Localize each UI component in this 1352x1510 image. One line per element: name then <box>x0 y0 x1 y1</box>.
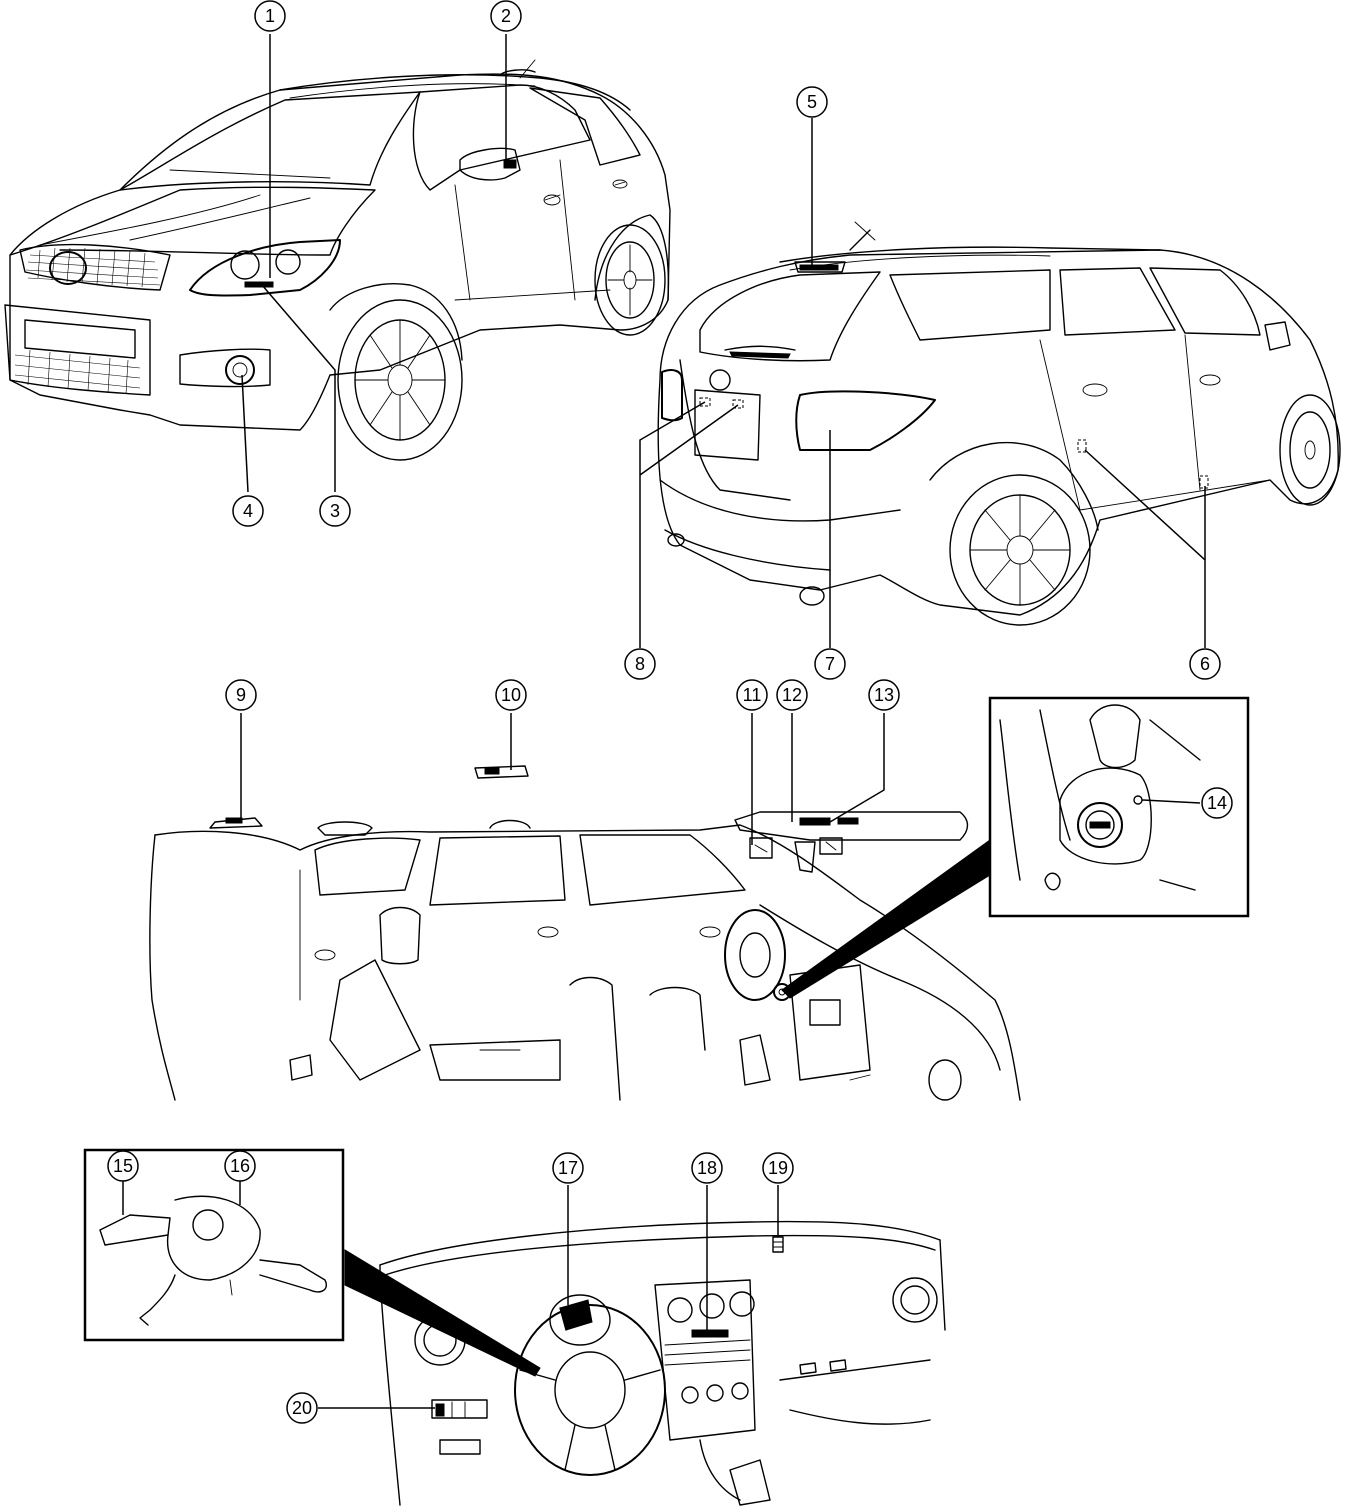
callout-18: 18 <box>691 1152 723 1184</box>
callout-6: 6 <box>1189 648 1221 680</box>
callout-10: 10 <box>495 679 527 711</box>
callout-1-label: 1 <box>265 6 275 26</box>
callout-3: 3 <box>319 495 351 527</box>
callout-1: 1 <box>254 0 286 32</box>
callout-3-label: 3 <box>330 501 340 521</box>
callout-12-label: 12 <box>782 685 802 705</box>
callout-2-label: 2 <box>501 6 511 26</box>
callout-8-label: 8 <box>635 654 645 674</box>
callout-7-label: 7 <box>825 654 835 674</box>
callout-20-label: 20 <box>292 1398 312 1418</box>
callout-11: 11 <box>736 679 768 711</box>
callout-8: 8 <box>624 648 656 680</box>
callout-15: 15 <box>107 1150 139 1182</box>
callout-17: 17 <box>552 1152 584 1184</box>
callout-2: 2 <box>490 0 522 32</box>
callout-19-label: 19 <box>768 1158 788 1178</box>
callout-12: 12 <box>776 679 808 711</box>
vehicle-front-view <box>4 59 671 461</box>
callout-16-label: 16 <box>230 1156 250 1176</box>
callout-9-label: 9 <box>236 685 246 705</box>
callout-9: 9 <box>225 679 257 711</box>
callout-4: 4 <box>232 495 264 527</box>
callout-7: 7 <box>814 648 846 680</box>
callout-13-label: 13 <box>874 685 894 705</box>
callout-10-label: 10 <box>501 685 521 705</box>
callout-5-label: 5 <box>807 92 817 112</box>
combination-switch-inset <box>83 1148 345 1342</box>
vehicle-rear-view <box>657 221 1341 626</box>
interior-cabin-view <box>149 765 1021 1101</box>
callout-5: 5 <box>796 86 828 118</box>
callout-18-label: 18 <box>697 1158 717 1178</box>
callout-6-label: 6 <box>1200 654 1210 674</box>
dashboard-view <box>344 1220 946 1506</box>
callout-11-label: 11 <box>743 685 762 705</box>
callout-16: 16 <box>224 1150 256 1182</box>
callout-13: 13 <box>868 679 900 711</box>
callout-19: 19 <box>762 1152 794 1184</box>
callout-17-label: 17 <box>558 1158 578 1178</box>
leader-lines <box>122 34 1206 1409</box>
callout-15-label: 15 <box>113 1156 133 1176</box>
ignition-detail-inset <box>781 696 1250 999</box>
callout-4-label: 4 <box>243 501 253 521</box>
callout-14: 14 <box>1201 787 1233 819</box>
callout-14-label: 14 <box>1207 793 1227 813</box>
callout-20: 20 <box>286 1392 318 1424</box>
